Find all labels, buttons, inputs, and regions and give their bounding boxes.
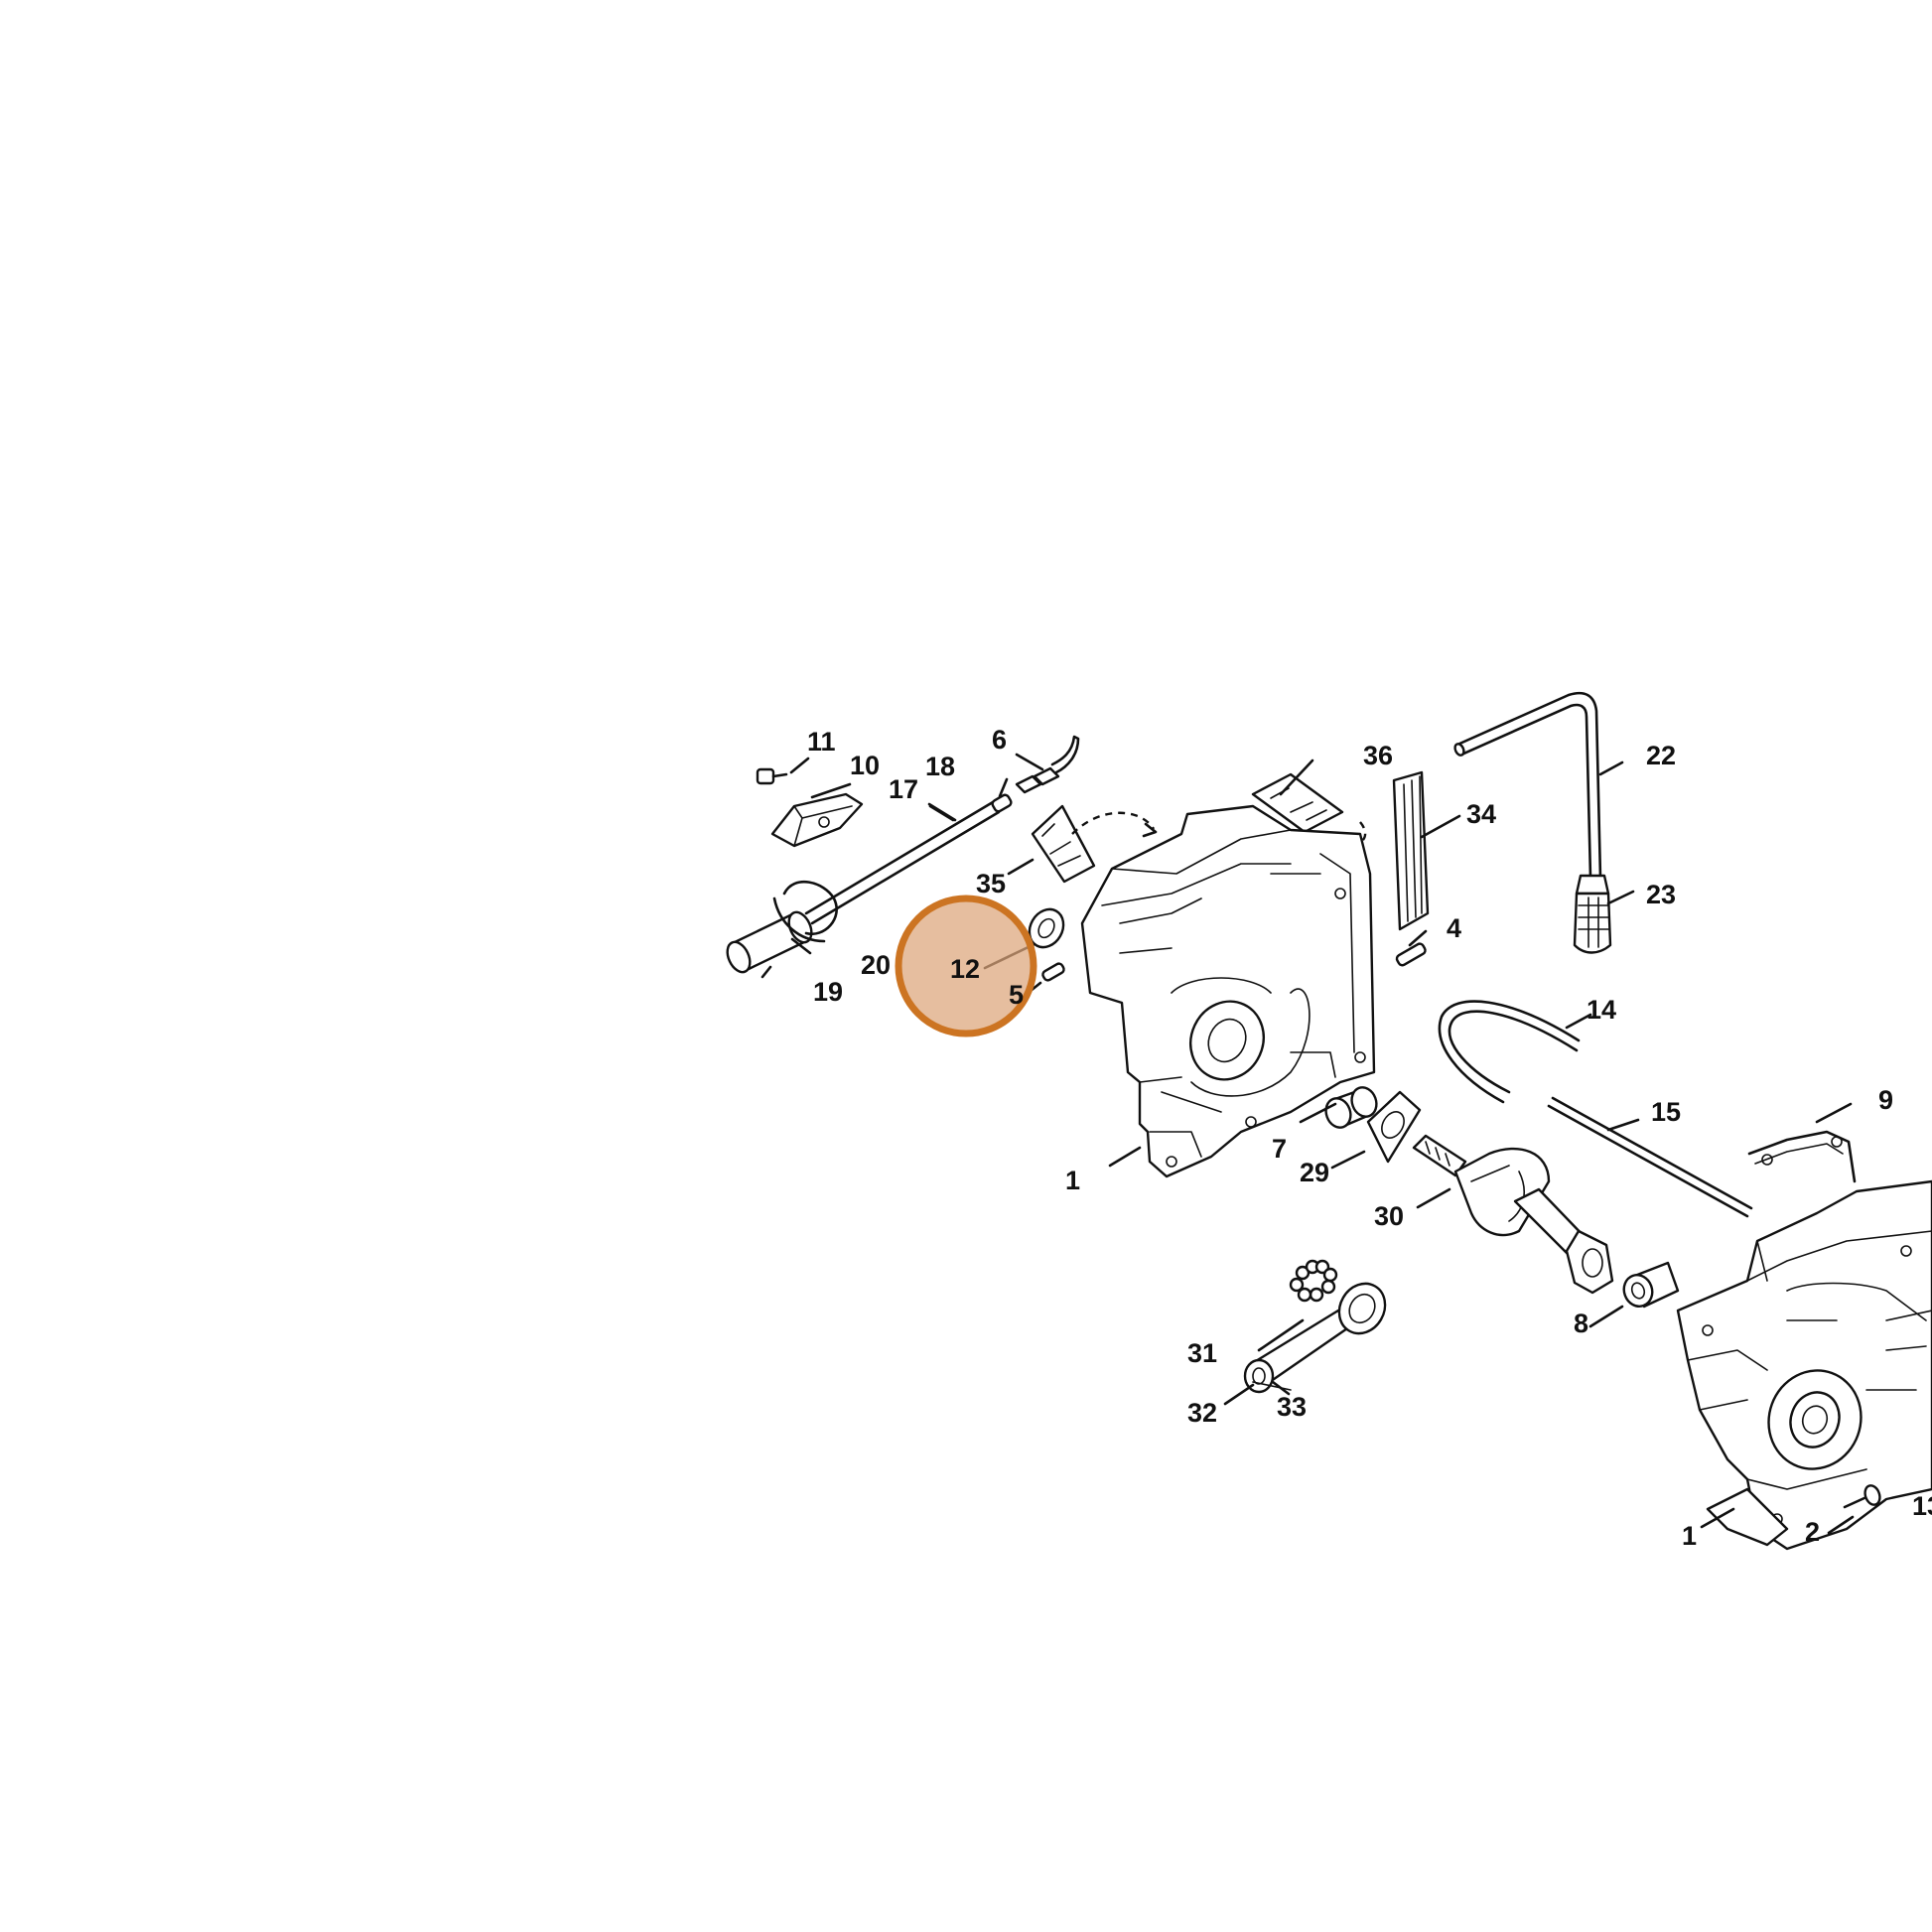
seal-12 (1028, 907, 1065, 949)
hose-22 (1453, 691, 1602, 880)
callout-23: 23 (1646, 880, 1676, 909)
hose-15 (1547, 1096, 1753, 1218)
screw-11 (756, 767, 788, 785)
gasket-9 (1747, 1130, 1857, 1183)
filter-34 (1392, 770, 1430, 931)
callout-14: 14 (1587, 995, 1616, 1025)
callout-2: 2 (1805, 1517, 1820, 1547)
needle-cage-31 (1289, 1259, 1338, 1303)
highlight-marker (895, 895, 1037, 1037)
pin-5 (1041, 962, 1065, 982)
callout-31: 31 (1187, 1338, 1217, 1368)
pin-4 (1395, 942, 1427, 967)
callout-17: 17 (889, 774, 918, 804)
callout-5: 5 (1009, 980, 1024, 1010)
hose-14 (1438, 1000, 1581, 1104)
callout-11: 11 (807, 727, 836, 757)
conrod-32 (1243, 1282, 1387, 1394)
bearing-7 (1324, 1086, 1378, 1129)
connector-18 (991, 793, 1013, 813)
crankshaft-30 (1412, 1134, 1614, 1295)
callout-22: 22 (1646, 741, 1676, 770)
callout-30: 30 (1374, 1201, 1404, 1231)
callout-35: 35 (976, 869, 1006, 898)
callout-7: 7 (1272, 1134, 1287, 1164)
callout-13: 13 (1912, 1491, 1932, 1521)
hose-6 (1015, 735, 1080, 794)
callout-18: 18 (925, 752, 955, 781)
arrow-35 (1071, 811, 1156, 835)
callout-32: 32 (1187, 1398, 1217, 1428)
callout-19: 19 (813, 977, 843, 1007)
callout-9: 9 (1878, 1085, 1893, 1115)
crankcase-half-1-lower (1676, 1179, 1932, 1551)
callout-12: 12 (950, 954, 980, 984)
callout-8: 8 (1574, 1309, 1588, 1338)
retainer-20 (772, 880, 838, 943)
label-36 (1251, 772, 1344, 834)
callout-34: 34 (1466, 799, 1496, 829)
label-35 (1031, 804, 1096, 884)
callout-1-upper: 1 (1065, 1166, 1080, 1195)
part-labels: 11 10 17 18 6 35 36 34 22 23 4 14 15 9 2… (807, 725, 1932, 1551)
screw-2 (1843, 1484, 1881, 1509)
bearing-8 (1622, 1261, 1680, 1309)
arrow-head-35 (1142, 822, 1158, 838)
callout-20: 20 (861, 950, 891, 980)
crankcase-half-1 (1080, 804, 1376, 1178)
gasket-29 (1366, 1090, 1422, 1164)
bracket-10 (770, 792, 864, 848)
callout-10: 10 (850, 751, 880, 780)
arrow-36 (1347, 821, 1367, 851)
hose-17 (804, 800, 1001, 925)
oil-pickup-19 (726, 910, 813, 974)
callout-6: 6 (992, 725, 1007, 755)
callout-1-lower: 1 (1682, 1521, 1697, 1551)
fuel-filter-23 (1573, 874, 1612, 954)
callout-36: 36 (1363, 741, 1393, 770)
piston-pin-33 (1252, 1381, 1292, 1391)
callout-15: 15 (1651, 1097, 1681, 1127)
callout-4: 4 (1447, 913, 1461, 943)
callout-33: 33 (1277, 1392, 1307, 1422)
callout-29: 29 (1300, 1158, 1329, 1187)
